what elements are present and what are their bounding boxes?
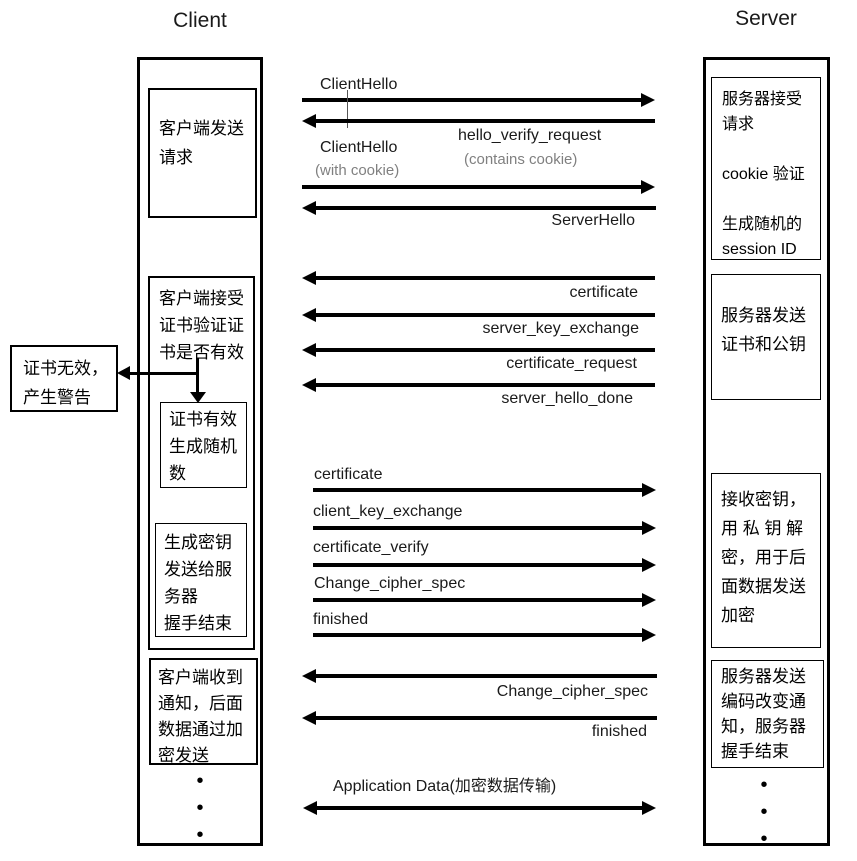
arrow-hello-verify-request bbox=[302, 114, 655, 128]
label-application-data: Application Data(加密数据传输) bbox=[333, 778, 557, 795]
label-hello-verify-note: (contains cookie) bbox=[464, 151, 578, 168]
arrow-server-hello bbox=[302, 201, 656, 215]
arrow-client-hello-2 bbox=[302, 180, 655, 194]
branch-down-line bbox=[196, 358, 199, 394]
arrowhead-left-icon bbox=[302, 201, 316, 215]
label-client-hello-2-note: (with cookie) bbox=[315, 162, 400, 179]
label-server-hello: ServerHello bbox=[551, 212, 635, 229]
server-step-accept-request: 服务器接受 请求 cookie 验证 生成随机的 session ID bbox=[711, 77, 821, 260]
arrow-finished-client bbox=[313, 628, 656, 642]
server-title: Server bbox=[735, 7, 797, 30]
arrow-server-key-exchange bbox=[302, 308, 655, 322]
server-ellipsis-dots: • • • bbox=[760, 774, 768, 850]
arrowhead-left-icon bbox=[302, 711, 316, 725]
arrowhead-left-icon bbox=[302, 114, 316, 128]
arrow-server-hello-done bbox=[302, 378, 655, 392]
server-step-change-notice: 服务器发送 编码改变通 知，服务器 握手结束 bbox=[711, 660, 824, 768]
label-certificate-client: certificate bbox=[314, 466, 383, 483]
arrow-certificate-client bbox=[313, 483, 656, 497]
arrowhead-right-icon bbox=[642, 801, 656, 815]
arrow-certificate-verify bbox=[313, 558, 656, 572]
warning-cert-invalid-box: 证书无效， 产生警告 bbox=[10, 345, 118, 412]
arrowhead-left-icon bbox=[302, 271, 316, 285]
arrow-client-hello-1 bbox=[302, 93, 655, 107]
arrow-application-data bbox=[303, 801, 656, 815]
label-certificate-verify: certificate_verify bbox=[313, 539, 429, 556]
arrowhead-right-icon bbox=[642, 558, 656, 572]
label-finished-server: finished bbox=[591, 723, 647, 740]
arrow-change-cipher-spec-client bbox=[313, 593, 656, 607]
arrow-certificate-request bbox=[302, 343, 655, 357]
arrowhead-right-icon bbox=[642, 628, 656, 642]
arrowhead-right-icon bbox=[642, 483, 656, 497]
arrow-change-cipher-spec-server bbox=[302, 669, 657, 683]
branch-left-line bbox=[129, 372, 197, 375]
label-hello-verify-request: hello_verify_request bbox=[458, 127, 602, 144]
arrowhead-left-icon bbox=[303, 801, 317, 815]
arrowhead-right-icon bbox=[642, 593, 656, 607]
arrow-finished-server bbox=[302, 711, 657, 725]
label-certificate-request: certificate_request bbox=[506, 355, 637, 372]
client-step-generate-key: 生成密钥 发送给服 务器 握手结束 bbox=[155, 523, 247, 637]
label-change-cipher-spec-client: Change_cipher_spec bbox=[314, 575, 466, 592]
client-ellipsis-dots: • • • bbox=[196, 770, 204, 846]
label-server-key-exchange: server_key_exchange bbox=[482, 320, 639, 337]
label-server-hello-done: server_hello_done bbox=[501, 390, 633, 407]
arrowhead-right-icon bbox=[642, 521, 656, 535]
arrowhead-right-icon bbox=[641, 93, 655, 107]
arrow-certificate-server bbox=[302, 271, 655, 285]
branch-left-arrowhead-icon bbox=[117, 366, 130, 380]
arrowhead-left-icon bbox=[302, 378, 316, 392]
arrow-client-key-exchange bbox=[313, 521, 656, 535]
arrowhead-left-icon bbox=[302, 669, 316, 683]
server-step-send-cert: 服务器发送 证书和公钥 bbox=[711, 274, 821, 400]
client-step-send-request: 客户端发送 请求 bbox=[148, 88, 257, 218]
label-change-cipher-spec-server: Change_cipher_spec bbox=[496, 683, 648, 700]
label-finished-client: finished bbox=[313, 611, 369, 628]
branch-down-arrowhead-icon bbox=[190, 392, 206, 403]
label-client-key-exchange: client_key_exchange bbox=[313, 503, 463, 520]
retransmit-tick-mark bbox=[347, 90, 348, 128]
server-step-receive-key: 接收密钥， 用 私 钥 解 密，用于后 面数据发送 加密 bbox=[711, 473, 821, 648]
label-client-hello-1: ClientHello bbox=[320, 76, 398, 93]
label-client-hello-2: ClientHello bbox=[320, 139, 398, 156]
arrowhead-left-icon bbox=[302, 343, 316, 357]
arrowhead-left-icon bbox=[302, 308, 316, 322]
label-certificate-server: certificate bbox=[569, 284, 638, 301]
arrowhead-right-icon bbox=[641, 180, 655, 194]
client-step-cert-valid: 证书有效 生成随机 数 bbox=[160, 402, 247, 488]
client-step-received-notice: 客户端收到 通知，后面 数据通过加 密发送 bbox=[149, 658, 258, 765]
client-title: Client bbox=[173, 9, 227, 32]
